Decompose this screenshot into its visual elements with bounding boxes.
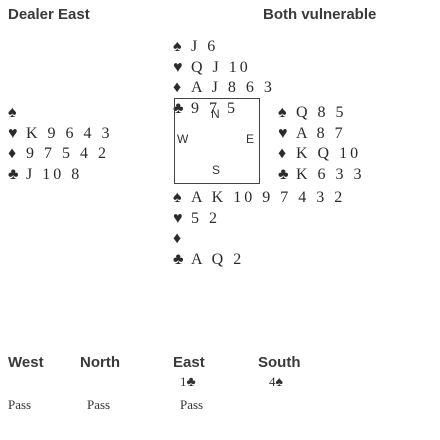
west-clubs: J 10 8: [26, 165, 83, 183]
north-diamonds: A J 8 6 3: [191, 79, 275, 96]
east-hearts: A 8 7: [296, 124, 346, 142]
diamond-icon: ♦: [173, 79, 182, 96]
club-icon: ♣: [8, 165, 19, 183]
south-clubs-row: ♣ A Q 2: [173, 250, 345, 271]
east-diamonds: K Q 10: [296, 145, 362, 162]
club-icon: ♣: [186, 375, 196, 390]
west-hearts-row: ♥ K 9 6 4 3: [8, 124, 113, 145]
heart-icon: ♥: [173, 209, 183, 227]
bid-south-1: 4♠: [269, 374, 283, 391]
east-spades-row: ♠ Q 8 5: [278, 103, 365, 124]
dealer-label: Dealer East: [8, 6, 90, 23]
auction-header-east: East: [173, 354, 205, 371]
south-spades-row: ♠ A K 10 9 7 4 3 2: [173, 188, 345, 209]
west-spades-row: ♠: [8, 103, 113, 124]
compass-west: W: [177, 132, 189, 146]
diamond-icon: ♦: [278, 145, 287, 162]
bid-west-2: Pass: [8, 397, 32, 412]
auction-header-south: South: [258, 354, 301, 371]
east-hearts-row: ♥ A 8 7: [278, 124, 365, 145]
compass-north: N: [211, 107, 220, 121]
west-diamonds-row: ♦ 9 7 5 4 2: [8, 144, 113, 165]
vulnerability-label: Both vulnerable: [263, 6, 377, 23]
west-diamonds: 9 7 5 4 2: [26, 145, 109, 162]
spade-icon: ♠: [278, 104, 287, 121]
south-clubs: A Q 2: [191, 250, 245, 268]
bid-level: 4: [269, 374, 276, 389]
north-clubs: 9 7 5: [191, 99, 238, 117]
auction-header-north: North: [80, 354, 120, 371]
bid-east-1: 1♣: [180, 374, 196, 391]
spade-icon: ♠: [173, 189, 182, 206]
club-icon: ♣: [278, 165, 289, 183]
compass-box: N W E S: [174, 98, 260, 184]
north-hand: ♠ J 6 ♥ Q J 10 ♦ A J 8 6 3 ♣ 9 7 5: [173, 37, 275, 119]
east-clubs: K 6 3 3: [296, 165, 365, 183]
south-hearts-row: ♥ 5 2: [173, 209, 345, 230]
south-spades: A K 10 9 7 4 3 2: [191, 189, 346, 206]
east-hand: ♠ Q 8 5 ♥ A 8 7 ♦ K Q 10 ♣ K 6 3 3: [278, 103, 365, 185]
spade-icon: ♠: [173, 38, 182, 55]
east-clubs-row: ♣ K 6 3 3: [278, 165, 365, 186]
north-spades-row: ♠ J 6: [173, 37, 275, 58]
heart-icon: ♥: [278, 124, 288, 142]
spade-icon: ♠: [8, 104, 17, 121]
north-clubs-row: ♣ 9 7 5: [173, 99, 275, 120]
south-hand: ♠ A K 10 9 7 4 3 2 ♥ 5 2 ♦ ♣ A Q 2: [173, 188, 345, 270]
bid-level: 1: [180, 374, 187, 389]
north-hearts-row: ♥ Q J 10: [173, 58, 275, 79]
diamond-icon: ♦: [173, 230, 182, 247]
spade-icon: ♠: [275, 375, 283, 390]
north-hearts: Q J 10: [191, 58, 251, 76]
west-clubs-row: ♣ J 10 8: [8, 165, 113, 186]
north-spades: J 6: [191, 38, 219, 55]
auction-header-west: West: [8, 354, 44, 371]
club-icon: ♣: [173, 250, 184, 268]
north-diamonds-row: ♦ A J 8 6 3: [173, 78, 275, 99]
compass-east: E: [246, 132, 255, 146]
east-diamonds-row: ♦ K Q 10: [278, 144, 365, 165]
heart-icon: ♥: [173, 58, 183, 76]
east-spades: Q 8 5: [296, 104, 347, 121]
compass-south: S: [212, 163, 221, 177]
heart-icon: ♥: [8, 124, 18, 142]
south-hearts: 5 2: [191, 209, 220, 227]
bid-east-2: Pass: [180, 397, 204, 412]
west-hand: ♠ ♥ K 9 6 4 3 ♦ 9 7 5 4 2 ♣ J 10 8: [8, 103, 113, 185]
south-diamonds-row: ♦: [173, 229, 345, 250]
west-hearts: K 9 6 4 3: [26, 124, 113, 142]
bid-north-2: Pass: [87, 397, 111, 412]
club-icon: ♣: [173, 99, 184, 117]
diamond-icon: ♦: [8, 145, 17, 162]
